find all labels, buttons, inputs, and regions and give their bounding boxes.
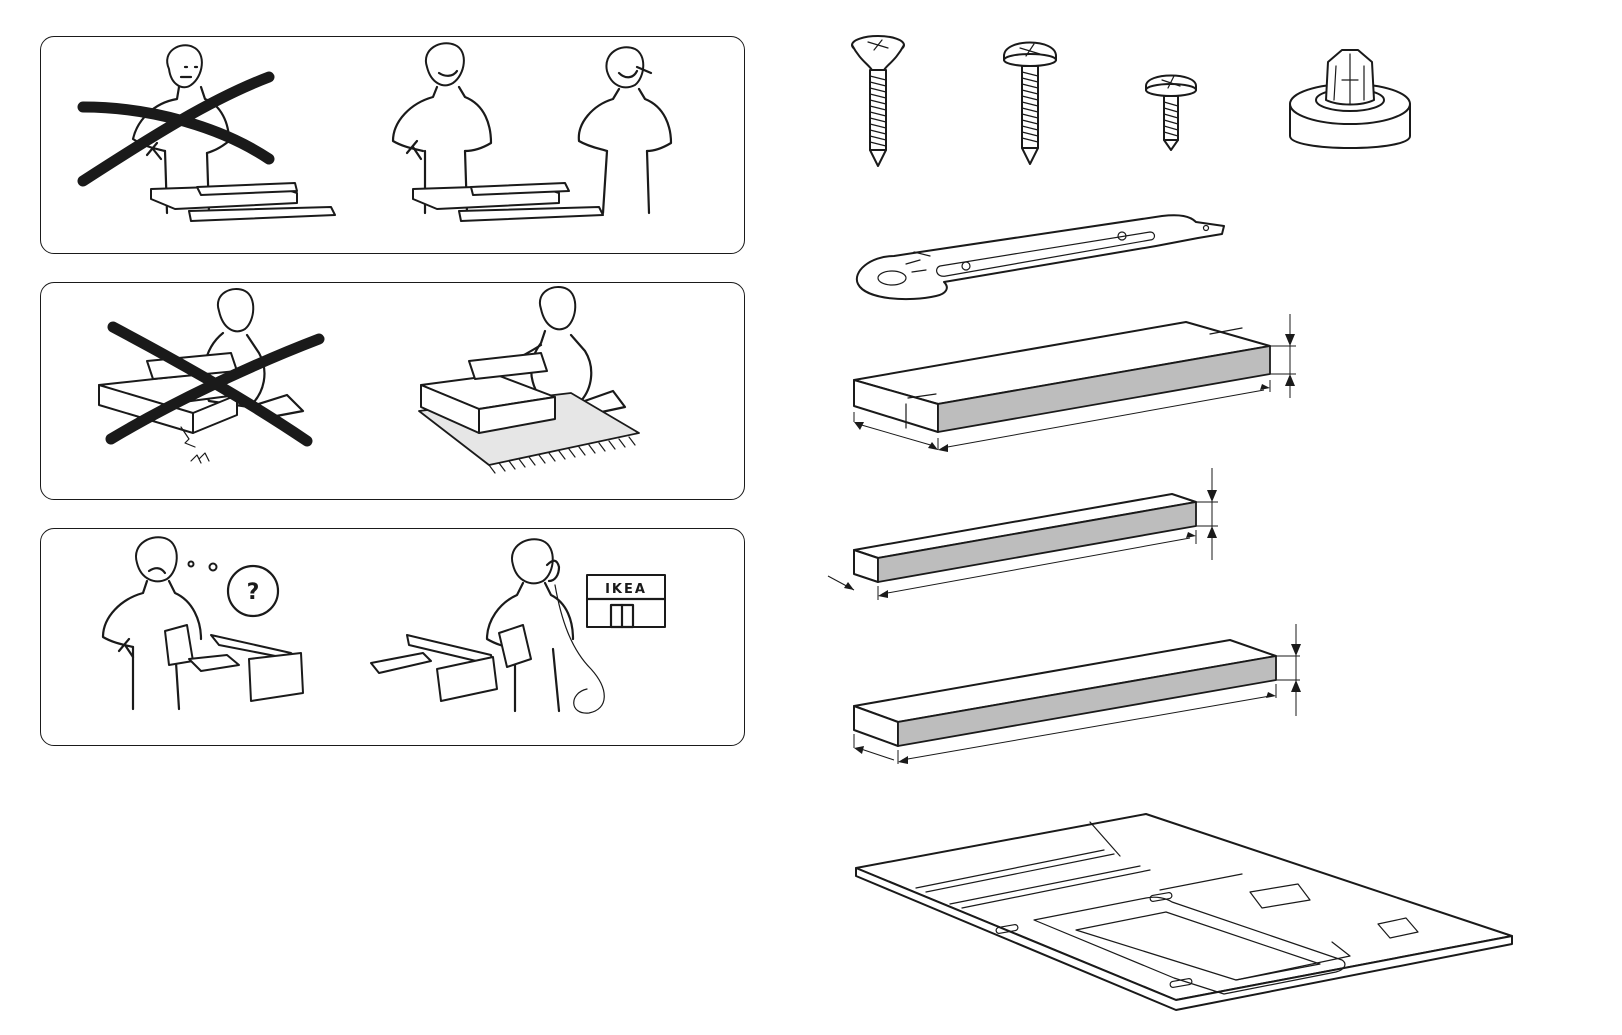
confused-person-figure — [103, 537, 201, 709]
second-helper-figure — [579, 47, 671, 213]
contact-ikea-illustration: ? IKEA — [41, 529, 744, 745]
store-sign-label: IKEA — [605, 582, 647, 597]
countersunk-screw-icon — [852, 36, 904, 166]
soft-surface-illustration — [41, 283, 744, 499]
wide-board-icon — [854, 314, 1296, 452]
question-mark: ? — [247, 580, 260, 605]
boards-pile-right — [413, 183, 603, 221]
loose-boards-left — [189, 635, 303, 701]
pan-head-screw-icon — [1004, 43, 1056, 165]
instruction-panel-soft-surface — [40, 282, 745, 500]
metal-bracket-icon — [857, 215, 1224, 299]
instruction-panel-contact-ikea: ? IKEA — [40, 528, 745, 746]
instruction-panel-two-people — [40, 36, 745, 254]
parts-overview-illustration — [850, 20, 1622, 1035]
parts-overview — [850, 20, 1622, 1035]
short-screw-icon — [1146, 76, 1196, 151]
question-bubble-icon: ? — [228, 566, 278, 616]
narrow-board-icon — [828, 468, 1218, 600]
two-people-illustration — [41, 37, 744, 253]
ikea-store-icon: IKEA — [587, 575, 665, 627]
back-panel-icon — [856, 814, 1512, 1010]
prohibited-cross-mark — [83, 107, 269, 159]
loose-boards-right — [371, 635, 497, 701]
boards-pile-left — [151, 183, 335, 221]
long-board-icon — [854, 624, 1301, 764]
plastic-cam-fitting-icon — [1290, 50, 1410, 148]
